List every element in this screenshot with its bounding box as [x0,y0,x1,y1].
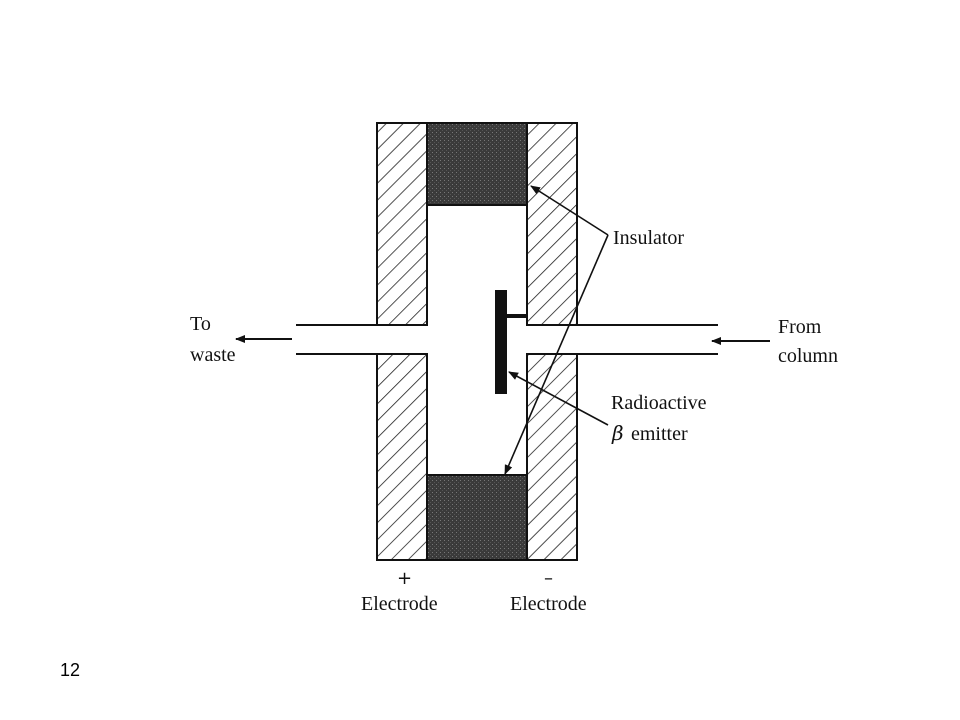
positive-electrode-wall [376,122,428,561]
from-column-label-line1: From [778,316,822,338]
bottom-insulator-block [426,474,528,561]
radioactive-label: Radioactive [611,392,707,414]
insulator-label: Insulator [613,227,684,249]
emitter-label: emitter [631,423,688,445]
chamber-outline [377,122,577,561]
positive-sign: + [397,568,412,589]
negative-sign: – [544,568,553,589]
beta-emitter-plate [495,290,507,394]
inlet-pipe [577,324,718,355]
emitter-leader-line [508,371,609,426]
negative-electrode-label: Electrode [510,593,587,615]
page-number: 12 [60,660,81,680]
positive-electrode-label: Electrode [361,593,438,615]
from-column-label-line2: column [778,345,838,367]
insulator-leader-lines [504,185,609,475]
outlet-pipe [296,324,377,355]
negative-electrode-wall [526,122,578,561]
top-insulator-block [426,122,528,206]
to-waste-label-line2: waste [190,344,236,366]
to-waste-label-line1: To [190,313,211,335]
beta-symbol: β [611,421,624,445]
